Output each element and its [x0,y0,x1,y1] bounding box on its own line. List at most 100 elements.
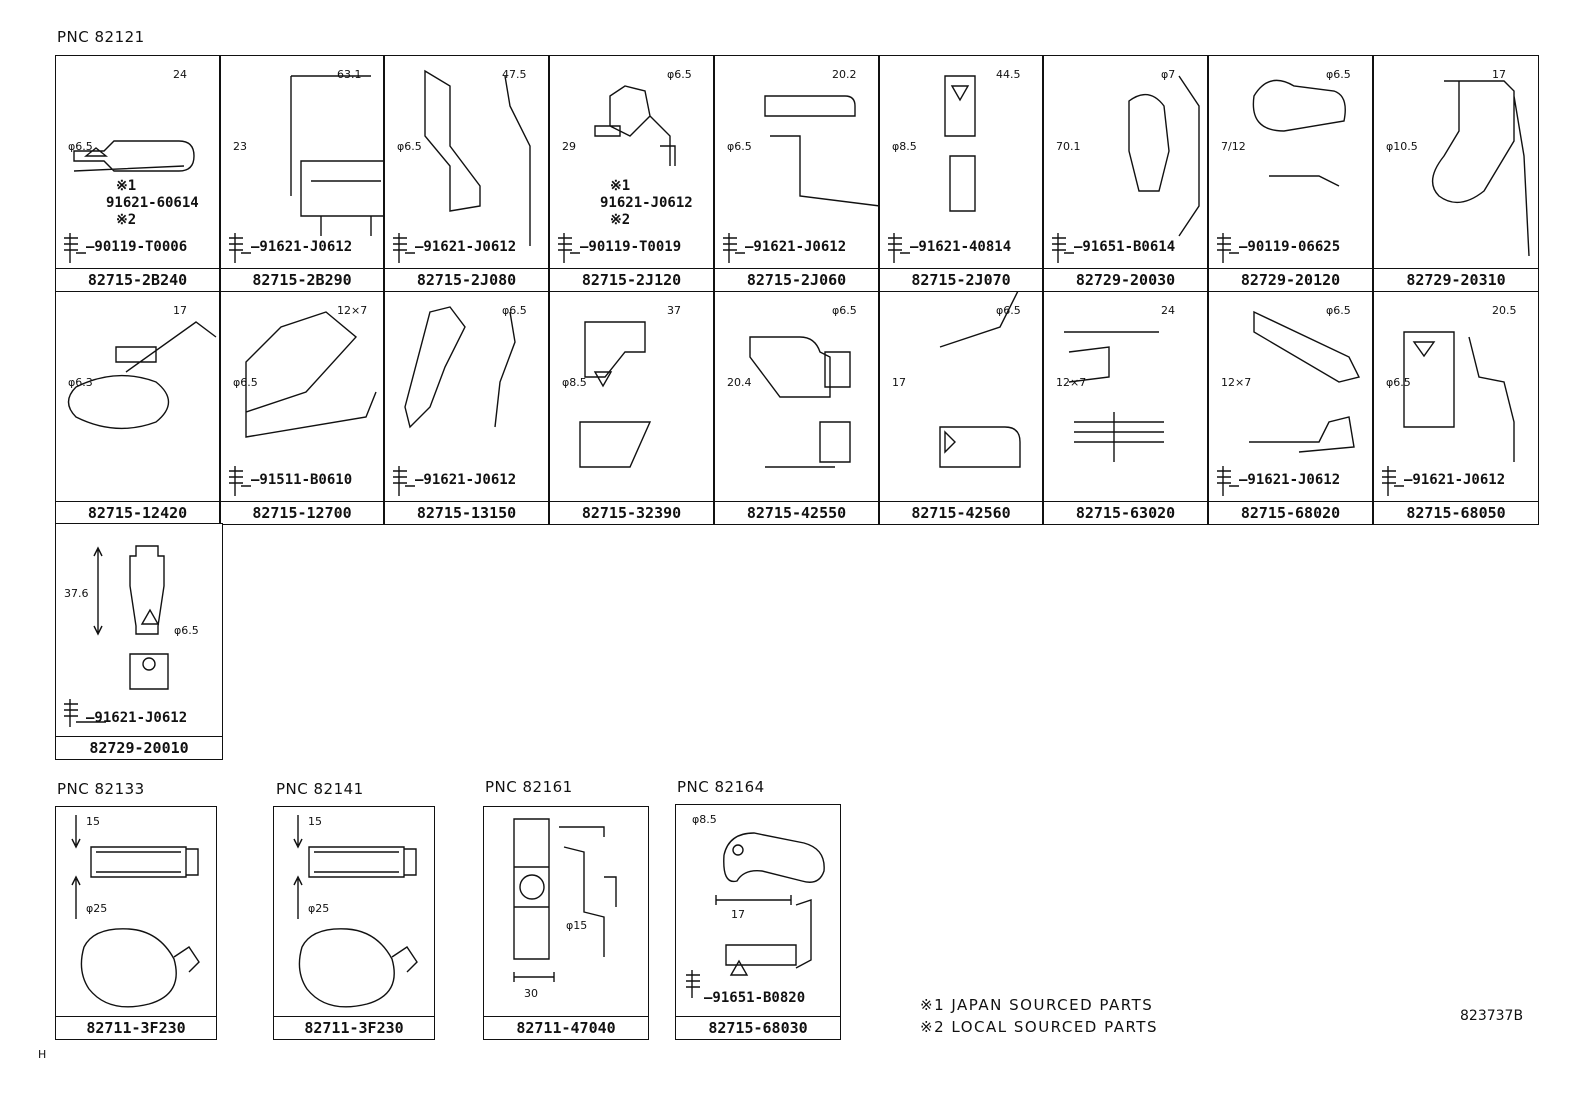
dim-label: 20.5 [1492,304,1517,317]
part-number: 82711-3F230 [274,1016,434,1039]
clamp-drawing [71,815,200,1008]
bracket-drawing [723,95,880,263]
pnc-label-main: PNC 82121 [57,28,145,46]
dim-label: 70.1 [1056,140,1081,153]
bolt-part-number: —91621-J0612 [415,472,517,488]
clamp-drawing [293,815,418,1008]
dim-label: φ15 [566,919,588,932]
part-number: 82715-32390 [550,501,713,524]
dim-label: φ8.5 [562,376,587,389]
dim-label: φ6.5 [174,624,199,637]
dim-label: φ6.5 [502,304,527,317]
part-number: 82729-20010 [56,736,222,759]
bracket-drawing [1052,75,1200,263]
part-number: 82715-2J080 [385,268,548,291]
bolt-part-number: —91621-J0612 [251,239,353,255]
bolt-icon [393,233,415,263]
part-number: 82715-12700 [221,501,383,524]
dim-label: φ6.3 [68,376,93,389]
part-number: 82715-2J060 [715,268,878,291]
part-number: 82715-42560 [880,501,1042,524]
dim-label: φ25 [308,902,330,915]
bolt-part-number: —91511-B0610 [251,472,353,488]
bracket-drawing [393,69,531,263]
bolt-part-number: —91621-J0612 [1404,472,1506,488]
dim-label: φ8.5 [892,140,917,153]
part-number: 82715-63020 [1044,501,1207,524]
bolt-icon [1052,233,1074,263]
part-cell-82715-2j080: 47.5 φ6.5 —91621-J0612 82715-2J080 [384,55,549,292]
dim-label: 24 [1161,304,1175,317]
drawing-code: 823737B [1460,1008,1524,1024]
bolt-part-number: —90119-T0006 [86,239,188,255]
dim-label: φ6.5 [1326,68,1351,81]
part-number: 82715-2J120 [550,268,713,291]
legend-local-sourced: ※2 LOCAL SOURCED PARTS [920,1018,1158,1036]
dim-label: φ6.5 [233,376,258,389]
dim-label: φ6.5 [1386,376,1411,389]
dim-label: 47.5 [502,68,527,81]
part-number: 82715-68030 [676,1016,840,1039]
bracket-drawing [939,292,1021,468]
part-cell-82715-68050: 20.5 φ6.5 —91621-J0612 82715-68050 [1373,291,1539,525]
dim-label: 30 [524,987,538,1000]
bracket-drawing [1064,331,1164,462]
part-number: 82715-13150 [385,501,548,524]
dim-label: 17 [892,376,906,389]
bracket-drawing [67,321,217,430]
dim-label: 12×7 [1056,376,1087,389]
bolt-icon [1217,233,1239,263]
part-number: 82715-2J070 [880,268,1042,291]
part-number: 82715-68020 [1209,501,1372,524]
bracket-drawing [579,321,652,468]
bolt-icon [1217,466,1239,496]
bolt-icon [229,233,251,263]
pnc-label-82161: PNC 82161 [485,778,573,796]
part-number: 82715-2B290 [221,268,383,291]
bolt-part-number: —91651-B0820 [704,990,806,1006]
dim-label: φ6.5 [727,140,752,153]
bracket-drawing [888,75,976,263]
bracket-drawing [229,75,385,263]
dim-label: 24 [173,68,187,81]
bracket-drawing [1217,79,1346,263]
dim-label: φ6.5 [832,304,857,317]
dim-label: 20.4 [727,376,752,389]
bolt-icon [888,233,910,263]
corner-mark: H [38,1048,47,1061]
part-number: 82715-68050 [1374,501,1538,524]
part-number: 82715-2B240 [56,268,219,291]
part-number: 82711-47040 [484,1016,648,1039]
bolt-part-number: —90119-T0019 [580,239,682,255]
dim-label: 23 [233,140,247,153]
bolt-part-number: —91651-B0614 [1074,239,1176,255]
dim-label: 7/12 [1221,140,1246,153]
dim-label: φ6.5 [397,140,422,153]
bracket-drawing [1431,80,1530,257]
sourcing-note: ※2 [116,212,137,228]
bracket-drawing [64,545,169,727]
dim-label: φ10.5 [1386,140,1418,153]
bracket-drawing [686,832,825,998]
bracket-drawing [229,311,377,496]
bracket-drawing [393,306,516,496]
dim-label: 20.2 [832,68,857,81]
part-number: 82711-3F230 [56,1016,216,1039]
dim-label: φ6.5 [68,140,93,153]
dim-label: φ7 [1161,68,1176,81]
sourcing-note: 91621-60614 [106,195,199,211]
dim-label: φ6.5 [667,68,692,81]
bolt-icon [229,466,251,496]
sourcing-note: ※1 [610,178,631,194]
bolt-part-number: —91621-J0612 [415,239,517,255]
bolt-icon [1382,466,1404,496]
dim-label: φ8.5 [692,813,717,826]
